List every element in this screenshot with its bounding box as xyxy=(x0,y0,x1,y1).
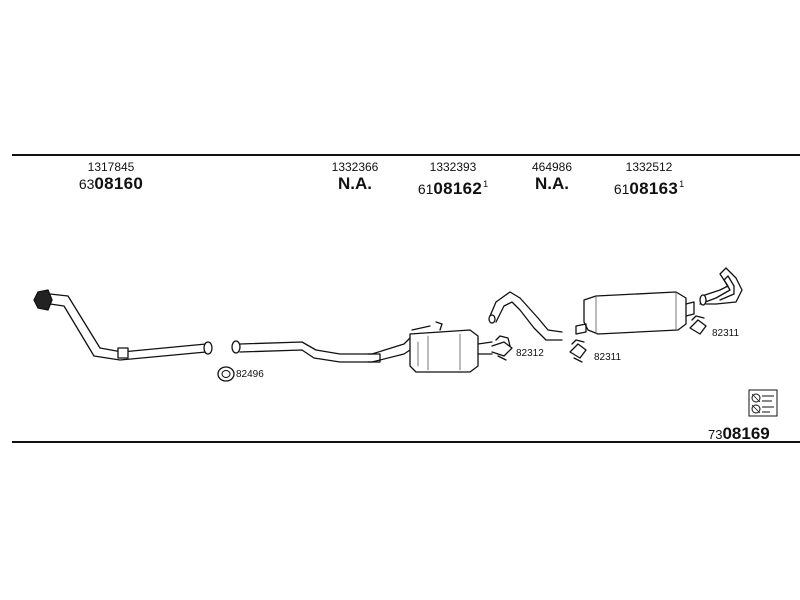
part-number: 1332393 xyxy=(429,160,477,174)
part-number: 464986 xyxy=(531,160,573,174)
clamp-label-rear-left: 82311 xyxy=(594,352,622,363)
clamp-label-front: 82496 xyxy=(236,369,264,380)
middle-silencer xyxy=(409,321,493,373)
part-number: 1332366 xyxy=(331,160,379,174)
part-code: N.A. xyxy=(338,174,372,193)
clamp-middle xyxy=(491,335,513,361)
clamp-rear-left xyxy=(569,339,587,363)
part-connecting-pipe[interactable]: 464986 N.A. xyxy=(497,160,607,193)
rear-silencer xyxy=(575,291,695,335)
clamp-label-rear-right: 82311 xyxy=(712,328,740,339)
footnote-marker: 1 xyxy=(679,179,685,189)
clamp-label-middle: 82312 xyxy=(516,348,544,359)
front-pipe xyxy=(33,289,213,361)
kit-code[interactable]: 7308169 xyxy=(708,424,770,443)
part-middle-silencer[interactable]: 1332393 61081621 xyxy=(398,160,508,198)
parts-kit-icon xyxy=(748,389,778,417)
clamp-rear-right xyxy=(689,315,707,335)
part-code: 61081621 xyxy=(417,179,489,198)
part-front-pipe[interactable]: 1317845 6308160 xyxy=(56,160,166,193)
bottom-divider xyxy=(12,441,800,443)
part-intermediate-pipe[interactable]: 1332366 N.A. xyxy=(300,160,410,193)
gasket-ring-icon xyxy=(217,366,235,382)
part-code: N.A. xyxy=(535,174,569,193)
footnote-marker: 1 xyxy=(483,179,489,189)
intermediate-pipe xyxy=(231,337,411,363)
part-rear-silencer[interactable]: 1332512 61081631 xyxy=(594,160,704,198)
part-code: 61081631 xyxy=(613,179,685,198)
top-divider xyxy=(12,154,800,156)
part-number: 1332512 xyxy=(625,160,673,174)
part-code: 6308160 xyxy=(78,174,144,193)
part-number: 1317845 xyxy=(87,160,135,174)
tail-pipe xyxy=(699,267,743,306)
connecting-pipe xyxy=(488,291,563,341)
